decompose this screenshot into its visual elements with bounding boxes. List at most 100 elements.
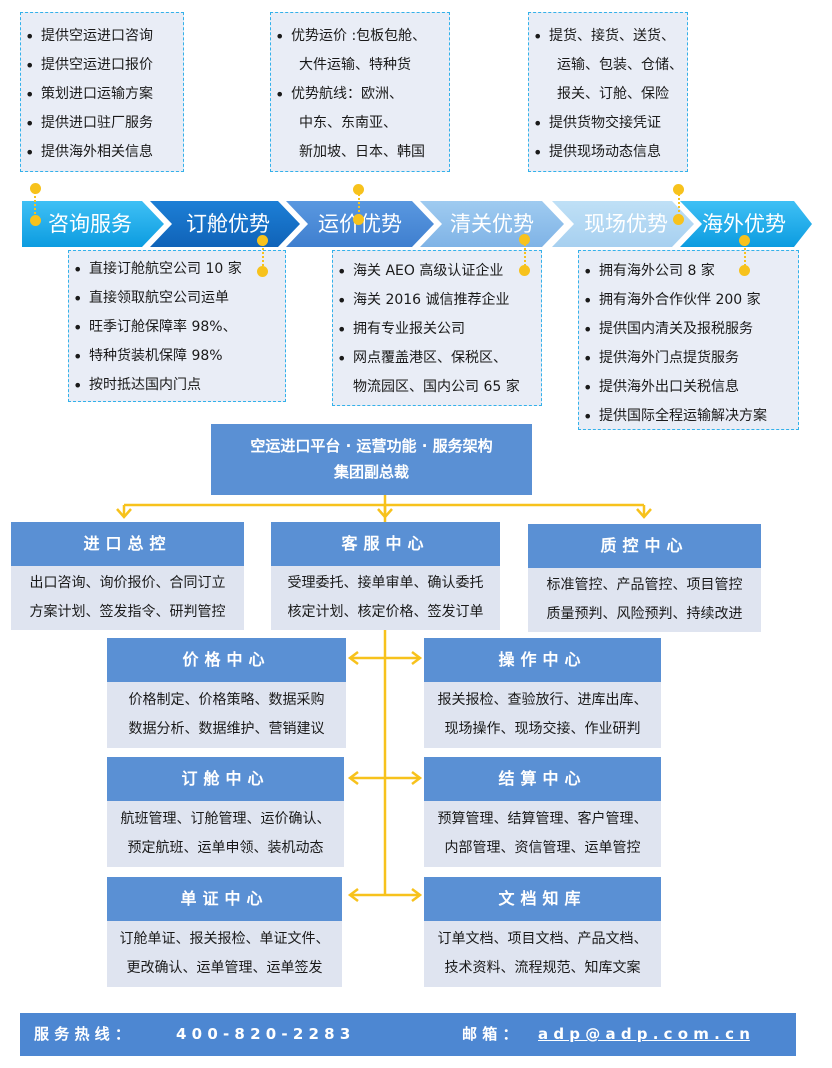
list-item: 大件运输、特种货 <box>299 57 411 73</box>
center-body-knowledge-base: 订单文档、项目文档、产品文档、 技术资料、流程规范、知库文案 <box>424 921 661 987</box>
connector-dot <box>30 215 41 226</box>
list-item: 提货、接货、送货、 <box>529 22 687 51</box>
list-item: 拥有专业报关公司 <box>333 315 541 344</box>
connector-line <box>678 190 680 220</box>
center-line: 标准管控、产品管控、项目管控 <box>546 577 743 593</box>
hq-box: 空运进口平台 · 运营功能 · 服务架构 集团副总裁 <box>211 424 532 495</box>
center-body-documents: 订舱单证、报关报检、单证文件、 更改确认、运单管理、运单签发 <box>107 921 342 987</box>
list-item: 拥有海外合作伙伴 200 家 <box>579 286 798 315</box>
list-item: 新加坡、日本、韩国 <box>299 144 425 160</box>
center-line: 预算管理、结算管理、客户管理、 <box>437 811 648 827</box>
hotline-number: 4 0 0 - 8 2 0 - 2 2 8 3 <box>176 1025 351 1043</box>
list-item: 海关 AEO 高级认证企业 <box>333 257 541 286</box>
bottom-box-booking: 直接订舱航空公司 10 家 直接领取航空公司运单 旺季订舱保障率 98%、 特种… <box>68 250 286 402</box>
list-item: 运输、包装、仓储、 <box>557 57 683 73</box>
top-box-consulting: 提供空运进口咨询 提供空运进口报价 策划进口运输方案 提供进口驻厂服务 提供海外… <box>20 12 184 172</box>
list-item: 网点覆盖港区、保税区、 <box>333 344 541 373</box>
center-body-price: 价格制定、价格策略、数据采购 数据分析、数据维护、营销建议 <box>107 682 346 748</box>
hq-subtitle: 集团副总裁 <box>333 463 409 481</box>
list-item: 提供海外出口关税信息 <box>579 373 798 402</box>
connector-line <box>524 240 526 270</box>
center-body-booking: 航班管理、订舱管理、运价确认、 预定航班、运单申领、装机动态 <box>107 801 344 867</box>
list-item: 提供海外相关信息 <box>21 138 183 167</box>
center-header-settlement: 结算中心 <box>424 757 661 801</box>
connector-dot <box>673 214 684 225</box>
chevron-label-booking: 订舱优势 <box>186 212 270 236</box>
center-header-price: 价格中心 <box>107 638 346 682</box>
chevron-label-customs: 清关优势 <box>450 212 534 236</box>
bottom-box-overseas: 拥有海外公司 8 家 拥有海外合作伙伴 200 家 提供国内清关及报税服务 提供… <box>578 250 799 431</box>
mail-label: 邮 箱 ： <box>462 1025 518 1043</box>
list-item: 提供进口驻厂服务 <box>21 109 183 138</box>
connector-dot <box>30 183 41 194</box>
center-line: 报关报检、查验放行、进库出库、 <box>437 692 648 708</box>
center-line: 订舱单证、报关报检、单证文件、 <box>119 931 330 947</box>
connector-dot <box>739 265 750 276</box>
chevron-onsite <box>552 201 694 247</box>
list-item: 提供空运进口咨询 <box>21 22 183 51</box>
center-header-customer-service: 客服中心 <box>271 522 500 566</box>
list-item: 提供货物交接凭证 <box>529 109 687 138</box>
center-line: 质量预判、风险预判、持续改进 <box>546 606 743 622</box>
list-item: 优势航线：欧洲、 <box>271 80 449 109</box>
center-body-operations: 报关报检、查验放行、进库出库、 现场操作、现场交接、作业研判 <box>424 682 661 748</box>
center-line: 航班管理、订舱管理、运价确认、 <box>120 811 331 827</box>
top-box-freight: 优势运价 :包板包舱、 大件运输、特种货 优势航线：欧洲、 中东、东南亚、 新加… <box>270 12 450 172</box>
center-line: 更改确认、运单管理、运单签发 <box>126 960 323 976</box>
connector-dot <box>353 214 364 225</box>
list-item: 按时抵达国内门点 <box>69 371 285 400</box>
top-box-onsite: 提货、接货、送货、 运输、包装、仓储、 报关、订舱、保险 提供货物交接凭证 提供… <box>528 12 688 172</box>
connector-line <box>358 190 360 220</box>
center-body-quality-control: 标准管控、产品管控、项目管控 质量预判、风险预判、持续改进 <box>528 568 761 632</box>
chevron-label-overseas: 海外优势 <box>702 212 786 236</box>
center-header-quality-control: 质控中心 <box>528 524 761 568</box>
center-header-documents: 单证中心 <box>107 877 342 921</box>
chevron-label-consulting: 咨询服务 <box>48 212 132 236</box>
center-body-settlement: 预算管理、结算管理、客户管理、 内部管理、资信管理、运单管控 <box>424 801 661 867</box>
list-item: 提供现场动态信息 <box>529 138 687 167</box>
list-item: 直接订舱航空公司 10 家 <box>69 255 285 284</box>
connector-dot <box>519 265 530 276</box>
connector-dot <box>353 184 364 195</box>
list-item: 报关、订舱、保险 <box>557 86 669 102</box>
center-body-customer-service: 受理委托、接单审单、确认委托 核定计划、核定价格、签发订单 <box>271 566 500 630</box>
connector-line <box>262 240 264 270</box>
connector-dot <box>257 235 268 246</box>
center-line: 价格制定、价格策略、数据采购 <box>128 692 325 708</box>
center-line: 受理委托、接单审单、确认委托 <box>287 575 484 591</box>
center-line: 核定计划、核定价格、签发订单 <box>287 604 484 620</box>
hq-title: 空运进口平台 · 运营功能 · 服务架构 <box>250 437 493 455</box>
center-line: 方案计划、签发指令、研判管控 <box>29 604 226 620</box>
list-item: 中东、东南亚、 <box>299 115 397 131</box>
center-body-import-control: 出口咨询、询价报价、合同订立 方案计划、签发指令、研判管控 <box>11 566 244 630</box>
list-item: 物流园区、国内公司 65 家 <box>353 379 520 395</box>
list-item: 优势运价 :包板包舱、 <box>271 22 449 51</box>
list-item: 提供国际全程运输解决方案 <box>579 402 798 431</box>
connector-line <box>744 240 746 270</box>
connector-dot <box>673 184 684 195</box>
center-header-import-control: 进口总控 <box>11 522 244 566</box>
bottom-box-customs: 海关 AEO 高级认证企业 海关 2016 诚信推荐企业 拥有专业报关公司 网点… <box>332 250 542 406</box>
center-line: 预定航班、运单申领、装机动态 <box>127 840 324 856</box>
chevron-overseas <box>680 201 812 247</box>
center-header-booking: 订舱中心 <box>107 757 344 801</box>
center-line: 出口咨询、询价报价、合同订立 <box>29 575 226 591</box>
list-item: 特种货装机保障 98% <box>69 342 285 371</box>
connector-line <box>34 192 36 222</box>
mail-link[interactable]: a d p @ a d p . c o m . c n <box>538 1025 750 1043</box>
list-item: 海关 2016 诚信推荐企业 <box>333 286 541 315</box>
list-item: 拥有海外公司 8 家 <box>579 257 798 286</box>
list-item: 提供空运进口报价 <box>21 51 183 80</box>
list-item: 策划进口运输方案 <box>21 80 183 109</box>
footer-bar: 服 务 热 线 ： 4 0 0 - 8 2 0 - 2 2 8 3 邮 箱 ： … <box>20 1013 796 1056</box>
list-item: 直接领取航空公司运单 <box>69 284 285 313</box>
connector-dot <box>519 234 530 245</box>
list-item: 旺季订舱保障率 98%、 <box>69 313 285 342</box>
center-header-operations: 操作中心 <box>424 638 661 682</box>
connector-dot <box>739 235 750 246</box>
hotline-label: 服 务 热 线 ： <box>34 1025 130 1043</box>
center-line: 订单文档、项目文档、产品文档、 <box>437 931 648 947</box>
chevron-label-onsite: 现场优势 <box>584 212 668 236</box>
center-line: 内部管理、资信管理、运单管控 <box>444 840 641 856</box>
list-item: 提供国内清关及报税服务 <box>579 315 798 344</box>
